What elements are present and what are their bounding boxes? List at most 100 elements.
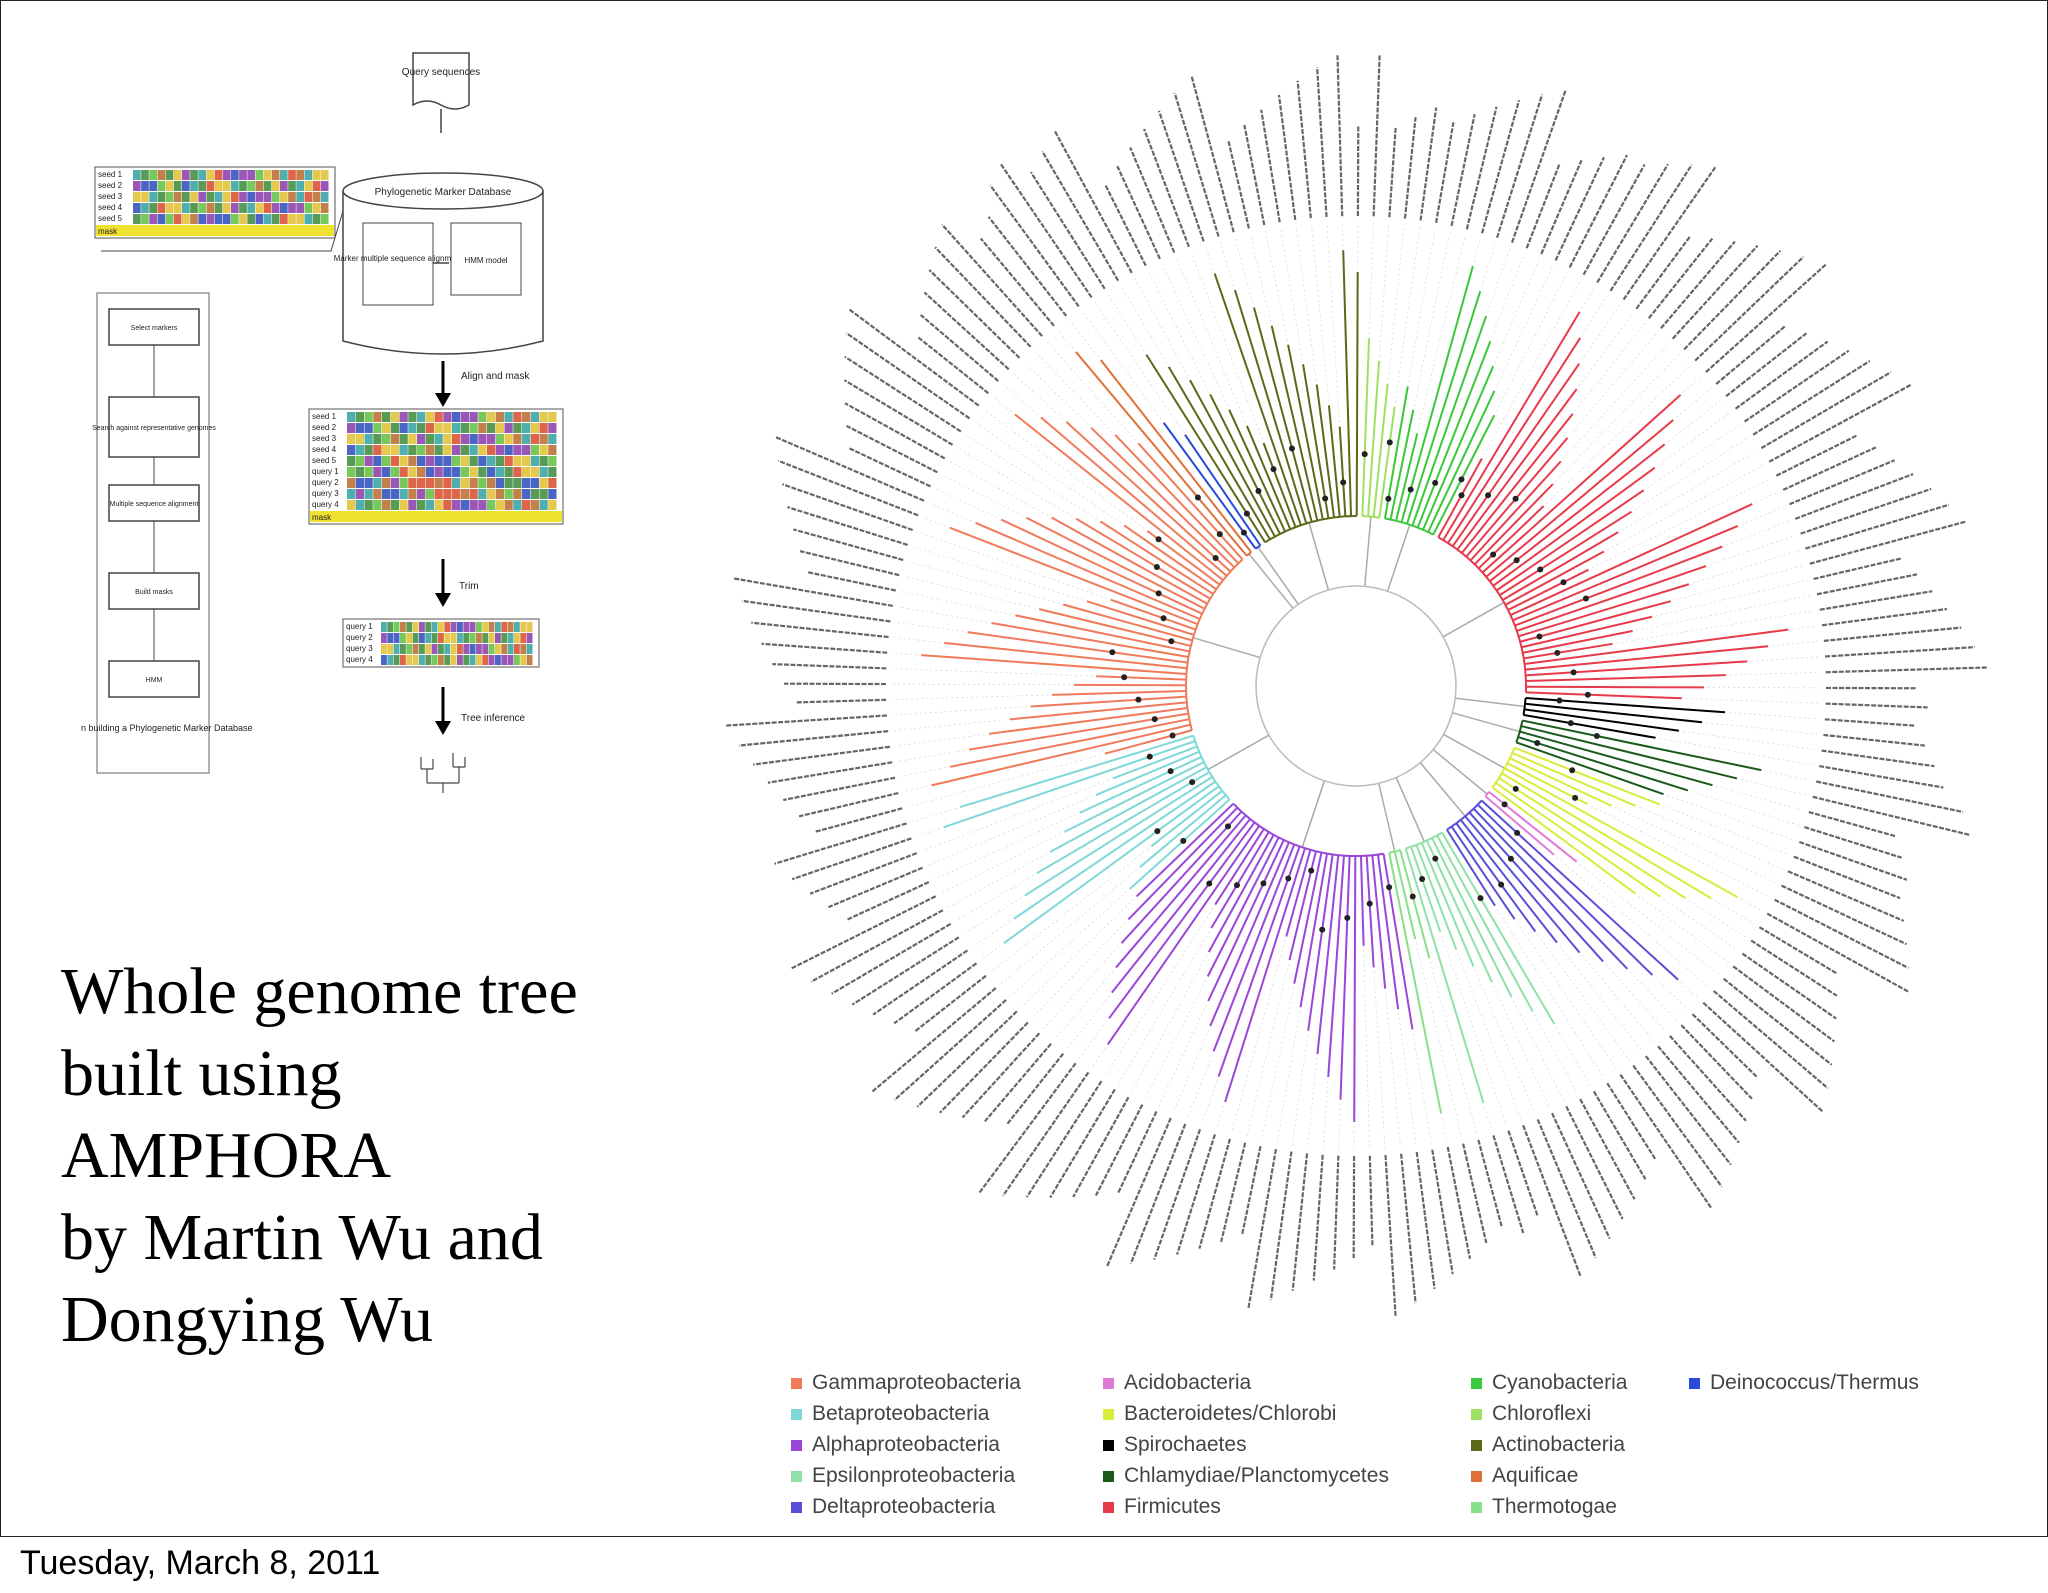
step-label: Multiple sequence alignment <box>110 501 199 508</box>
legend-swatch <box>791 1377 802 1389</box>
step-box <box>108 396 200 458</box>
alignment-row-label: seed 5 <box>312 456 337 465</box>
hmm-model-box <box>450 222 522 296</box>
clade-alphaproteobacteria <box>1106 780 1414 1123</box>
amphora-flowchart: Query sequences Phylogenetic Marker Data… <box>53 41 621 831</box>
legend-label: Firmicutes <box>1124 1495 1221 1518</box>
arrow-head <box>435 593 451 607</box>
alignment-row-label: seed 4 <box>312 445 337 454</box>
legend-item: Alphaproteobacteria <box>791 1433 1000 1457</box>
hmm-model-label: HMM model <box>464 256 507 265</box>
legend-item: Deinococcus/Thermus <box>1689 1371 1919 1395</box>
legend-swatch <box>791 1501 802 1513</box>
step-box <box>108 484 200 522</box>
alignment-row-label: seed 1 <box>98 170 123 179</box>
legend-label: Bacteroidetes/Chlorobi <box>1124 1402 1337 1425</box>
steps-frame <box>96 292 210 774</box>
legend-label: Gammaproteobacteria <box>812 1371 1021 1394</box>
legend-item: Firmicutes <box>1103 1495 1221 1519</box>
small-tree-icon <box>420 753 466 793</box>
clade-acidobacteria <box>1432 749 1578 863</box>
legend-swatch <box>1471 1408 1482 1420</box>
clade-chlamydiae-planctomycetes <box>1452 712 1762 796</box>
alignment-row-label: query 1 <box>346 622 373 631</box>
clade-actinobacteria <box>1145 250 1359 591</box>
legend-item: Chlamydiae/Planctomycetes <box>1103 1464 1389 1488</box>
footer-date: Tuesday, March 8, 2011 <box>20 1544 381 1582</box>
leaf-guides <box>892 222 1820 1150</box>
legend-item: Betaproteobacteria <box>791 1402 989 1426</box>
legend-swatch <box>1689 1377 1700 1389</box>
leaf-labels <box>725 54 1988 1317</box>
legend-label: Aquificae <box>1492 1464 1579 1487</box>
clade-deinococcus-thermus <box>1162 422 1299 605</box>
alignment-row-label: seed 3 <box>98 192 123 201</box>
step-label: Build masks <box>135 589 173 596</box>
clade-cyanobacteria <box>1383 265 1496 592</box>
legend-swatch <box>1471 1377 1482 1389</box>
step-label: Select markers <box>131 325 178 332</box>
legend-label: Acidobacteria <box>1124 1371 1252 1394</box>
legend-label: Deltaproteobacteria <box>812 1495 996 1518</box>
alignment-row-label: seed 2 <box>312 423 337 432</box>
alignment-row-label: seed 2 <box>98 181 123 190</box>
legend-label: Cyanobacteria <box>1492 1371 1628 1394</box>
arrow-head <box>435 721 451 735</box>
caption-line: by Martin Wu and <box>61 1201 543 1274</box>
alignment-row-label: seed 4 <box>98 203 123 212</box>
alignment-row-label: query 2 <box>312 478 339 487</box>
legend-item: Cyanobacteria <box>1471 1371 1627 1395</box>
circular-phylogenetic-tree <box>691 21 2021 1351</box>
legend-swatch <box>1103 1439 1114 1451</box>
slide-caption: Whole genome tree built using AMPHORA by… <box>61 951 578 1361</box>
align-mask-label: Align and mask <box>461 371 530 382</box>
clade-spirochaetes <box>1455 697 1726 739</box>
trim-label: Trim <box>459 581 479 592</box>
legend-label: Spirochaetes <box>1124 1433 1247 1456</box>
alignment-row-label: query 1 <box>312 467 339 476</box>
clade-branches <box>921 250 1789 1123</box>
caption-line: AMPHORA <box>61 1119 392 1192</box>
alignment-row-label: query 3 <box>346 644 373 653</box>
flowchart-svg: Query sequences Phylogenetic Marker Data… <box>53 52 564 793</box>
clade-chloroflexi <box>1361 338 1396 587</box>
legend-swatch <box>1103 1501 1114 1513</box>
marker-alignment-label: Marker multiple sequence alignment <box>334 254 463 263</box>
legend-item: Chloroflexi <box>1471 1402 1591 1426</box>
caption-line: built using <box>61 1037 342 1110</box>
clade-aquificae <box>1075 351 1294 609</box>
legend-swatch <box>1471 1439 1482 1451</box>
legend-label: Deinococcus/Thermus <box>1710 1371 1919 1394</box>
clade-betaproteobacteria <box>943 734 1270 944</box>
legend-item: Spirochaetes <box>1103 1433 1247 1457</box>
alignment-row-label: seed 5 <box>98 214 123 223</box>
slide: Query sequences Phylogenetic Marker Data… <box>0 0 2048 1537</box>
clade-bacteroidetes-chlorobi <box>1443 733 1738 900</box>
query-sequences-box <box>412 52 470 110</box>
alignment-row-label: query 3 <box>312 489 339 498</box>
mask-label: mask <box>312 513 332 522</box>
query-sequences-label: Query sequences <box>402 67 480 78</box>
clade-firmicutes <box>1437 311 1789 700</box>
legend-swatch <box>791 1439 802 1451</box>
clade-deltaproteobacteria <box>1419 762 1679 981</box>
legend-swatch <box>1471 1501 1482 1513</box>
legend-item: Actinobacteria <box>1471 1433 1625 1457</box>
legend-label: Actinobacteria <box>1492 1433 1626 1456</box>
step-label: Search against representative genomes <box>92 425 216 432</box>
legend-label: Chlamydiae/Planctomycetes <box>1124 1464 1389 1487</box>
legend-label: Thermotogae <box>1492 1495 1617 1518</box>
connector <box>101 210 344 252</box>
caption-line: Dongying Wu <box>61 1283 433 1356</box>
tree-svg <box>725 54 1988 1317</box>
legend-item: Gammaproteobacteria <box>791 1371 1021 1395</box>
marker-alignment-box <box>362 222 434 306</box>
alignment-row-label: query 4 <box>312 500 339 509</box>
alignment-row-label: seed 1 <box>312 412 337 421</box>
legend-label: Betaproteobacteria <box>812 1402 990 1425</box>
alignment-row-label: query 4 <box>346 655 373 664</box>
legend-swatch <box>1103 1470 1114 1482</box>
